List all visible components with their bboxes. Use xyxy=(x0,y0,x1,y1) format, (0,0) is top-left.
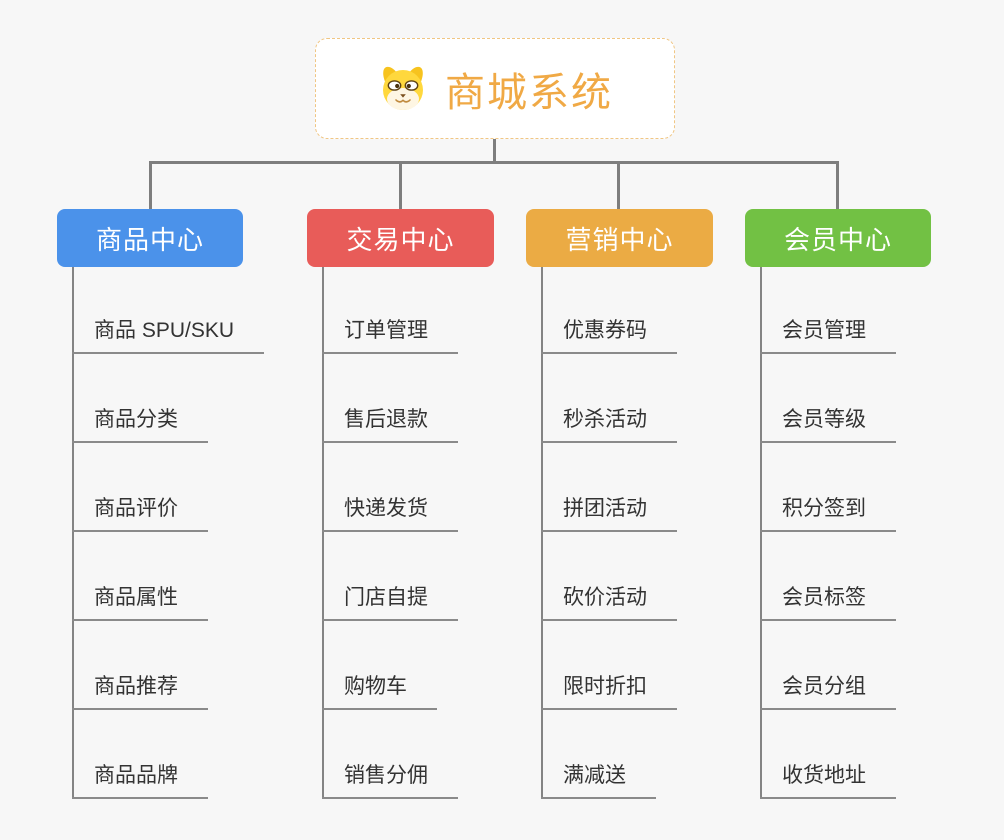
leaf-column-trade: 订单管理 售后退款 快递发货 门店自提 购物车 销售分佣 xyxy=(322,267,458,799)
leaf-slot: 商品品牌 xyxy=(72,710,264,799)
leaf-slot: 优惠券码 xyxy=(541,267,677,354)
leaf-node[interactable]: 商品推荐 xyxy=(72,670,208,710)
root-title: 商城系统 xyxy=(445,70,613,115)
branch-node-trade-center[interactable]: 交易中心 xyxy=(307,209,494,267)
connector-root-stub xyxy=(493,139,496,164)
leaf-slot: 商品属性 xyxy=(72,532,264,621)
leaf-column-member: 会员管理 会员等级 积分签到 会员标签 会员分组 收货地址 xyxy=(760,267,896,799)
leaf-node[interactable]: 限时折扣 xyxy=(541,670,677,710)
leaf-node[interactable]: 砍价活动 xyxy=(541,581,677,621)
leaf-slot: 商品分类 xyxy=(72,354,264,443)
leaf-slot: 售后退款 xyxy=(322,354,458,443)
leaf-node[interactable]: 满减送 xyxy=(541,759,656,799)
leaf-slot: 销售分佣 xyxy=(322,710,458,799)
leaf-node[interactable]: 会员等级 xyxy=(760,403,896,443)
leaf-slot: 秒杀活动 xyxy=(541,354,677,443)
leaf-node[interactable]: 销售分佣 xyxy=(322,759,458,799)
leaf-node[interactable]: 积分签到 xyxy=(760,492,896,532)
dog-face-icon xyxy=(377,63,429,115)
branch-label: 会员中心 xyxy=(783,224,892,255)
leaf-node[interactable]: 秒杀活动 xyxy=(541,403,677,443)
leaf-node[interactable]: 商品属性 xyxy=(72,581,208,621)
leaf-slot: 购物车 xyxy=(322,621,458,710)
leaf-node[interactable]: 会员标签 xyxy=(760,581,896,621)
branch-node-member-center[interactable]: 会员中心 xyxy=(745,209,931,267)
leaf-slot: 收货地址 xyxy=(760,710,896,799)
leaf-node[interactable]: 商品评价 xyxy=(72,492,208,532)
leaf-node[interactable]: 商品分类 xyxy=(72,403,208,443)
branch-label: 营销中心 xyxy=(565,224,674,255)
leaf-slot: 快递发货 xyxy=(322,443,458,532)
leaf-column-marketing: 优惠券码 秒杀活动 拼团活动 砍价活动 限时折扣 满减送 xyxy=(541,267,677,799)
leaf-node[interactable]: 拼团活动 xyxy=(541,492,677,532)
branch-node-marketing-center[interactable]: 营销中心 xyxy=(526,209,713,267)
leaf-slot: 砍价活动 xyxy=(541,532,677,621)
leaf-slot: 会员等级 xyxy=(760,354,896,443)
branch-label: 交易中心 xyxy=(346,224,455,255)
leaf-slot: 会员管理 xyxy=(760,267,896,354)
leaf-column-product: 商品 SPU/SKU 商品分类 商品评价 商品属性 商品推荐 商品品牌 xyxy=(72,267,265,799)
branch-node-product-center[interactable]: 商品中心 xyxy=(57,209,243,267)
connector-drop-1 xyxy=(149,161,152,209)
leaf-node[interactable]: 订单管理 xyxy=(322,314,458,354)
connector-drop-2 xyxy=(399,161,402,209)
leaf-node[interactable]: 门店自提 xyxy=(322,581,458,621)
leaf-slot: 门店自提 xyxy=(322,532,458,621)
leaf-slot: 满减送 xyxy=(541,710,677,799)
leaf-slot: 会员分组 xyxy=(760,621,896,710)
connector-drop-3 xyxy=(617,161,620,209)
leaf-slot: 会员标签 xyxy=(760,532,896,621)
leaf-slot: 积分签到 xyxy=(760,443,896,532)
leaf-slot: 商品推荐 xyxy=(72,621,264,710)
leaf-node[interactable]: 会员管理 xyxy=(760,314,896,354)
root-node[interactable]: 商城系统 xyxy=(315,38,675,139)
leaf-node[interactable]: 商品品牌 xyxy=(72,759,208,799)
leaf-node[interactable]: 收货地址 xyxy=(760,759,896,799)
leaf-slot: 订单管理 xyxy=(322,267,458,354)
leaf-node[interactable]: 会员分组 xyxy=(760,670,896,710)
leaf-slot: 商品评价 xyxy=(72,443,264,532)
leaf-node[interactable]: 优惠券码 xyxy=(541,314,677,354)
leaf-node[interactable]: 售后退款 xyxy=(322,403,458,443)
branch-label: 商品中心 xyxy=(95,224,204,255)
leaf-node[interactable]: 商品 SPU/SKU xyxy=(72,314,265,354)
connector-drop-4 xyxy=(836,161,839,209)
leaf-slot: 商品 SPU/SKU xyxy=(72,267,265,354)
leaf-slot: 限时折扣 xyxy=(541,621,677,710)
leaf-node[interactable]: 快递发货 xyxy=(322,492,458,532)
leaf-slot: 拼团活动 xyxy=(541,443,677,532)
connector-spine xyxy=(149,161,839,164)
leaf-node[interactable]: 购物车 xyxy=(322,670,437,710)
